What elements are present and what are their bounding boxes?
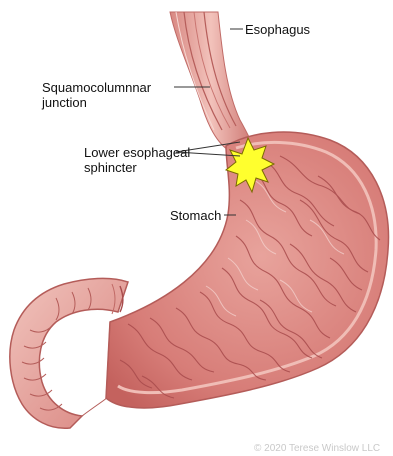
label-lower-esophageal-sphincter-line2: sphincter bbox=[84, 160, 137, 175]
label-squamocolumnar-junction-line1: Squamocolumnnar bbox=[42, 80, 151, 95]
label-stomach: Stomach bbox=[170, 208, 221, 223]
label-squamocolumnar-junction-line2: junction bbox=[42, 95, 87, 110]
label-esophagus: Esophagus bbox=[245, 22, 310, 37]
label-lower-esophageal-sphincter-line1: Lower esophageal bbox=[84, 145, 190, 160]
copyright-notice: © 2020 Terese Winslow LLC bbox=[254, 443, 380, 455]
esophagus bbox=[170, 12, 252, 150]
